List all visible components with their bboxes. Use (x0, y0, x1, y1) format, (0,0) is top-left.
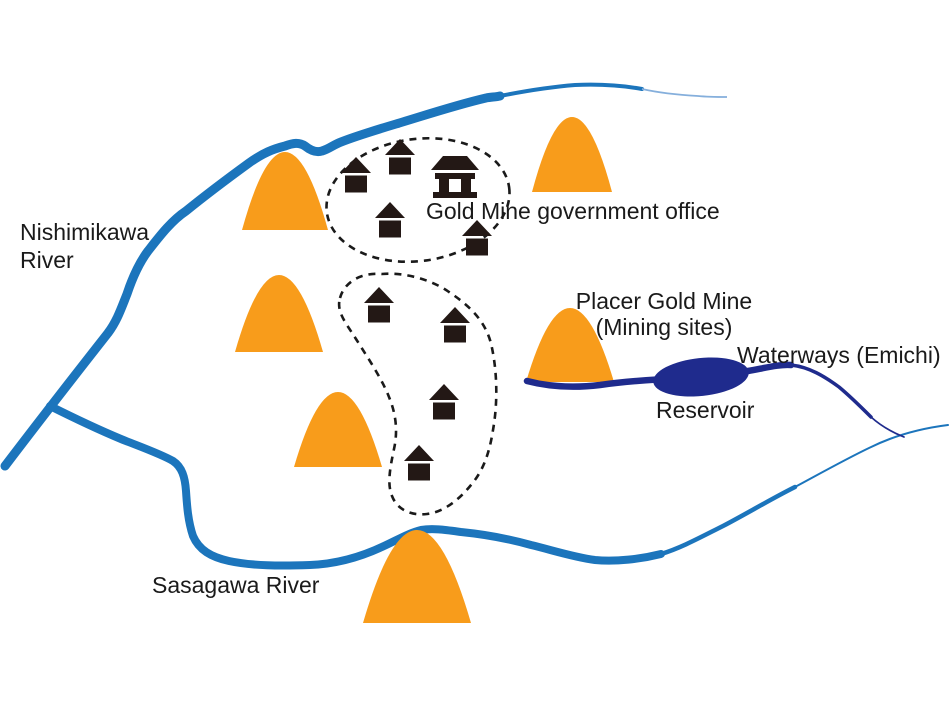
mountain-icon (242, 152, 328, 230)
nishimikawa-river-label-line2: River (20, 247, 74, 273)
waterways-label: Waterways (Emichi) (737, 342, 941, 368)
house-icon (462, 220, 492, 256)
mountains (235, 117, 614, 623)
sasagawa-river-mid (658, 484, 798, 557)
reservoir-ellipse (653, 357, 749, 397)
nishimikawa-river-main (0, 91, 505, 471)
nishimikawa-river-label-line1: Nishimikawa (20, 219, 150, 245)
mountain-icon (294, 392, 382, 467)
house-icon (375, 202, 405, 238)
house-icon (440, 307, 470, 343)
mountain-icon (532, 117, 612, 192)
nishimikawa-river-upper (498, 82, 644, 98)
placer-gold-mine-label: Placer Gold Mine (Mining sites) (514, 288, 814, 340)
placer-gold-mine-label-line2: (Mining sites) (595, 314, 733, 340)
placer-gold-mine-label-line1: Placer Gold Mine (575, 288, 753, 314)
mountain-icon (235, 275, 323, 352)
house-icon (341, 157, 371, 193)
nishimikawa-river-label: Nishimikawa River (20, 218, 149, 274)
house-icon (404, 445, 434, 481)
mountain-icon placer-gold-mine-mountain (526, 308, 614, 382)
sasagawa-river-main (46, 402, 665, 570)
nishimikawa-river-fade (641, 88, 728, 98)
reservoir-label: Reservoir (656, 397, 755, 423)
house-icon (429, 384, 459, 420)
gold-mine-office-label: Gold Mine government office (426, 198, 720, 224)
waterway-descent (789, 363, 873, 419)
village-cluster-outline (337, 272, 498, 516)
government-office-cluster-outline (325, 136, 511, 264)
sasagawa-river-thin (794, 424, 949, 488)
settlement-clusters (325, 136, 511, 516)
sasagawa-river-label: Sasagawa River (152, 572, 320, 598)
government-office-icon (431, 156, 479, 198)
nishimikawa-river (0, 82, 644, 471)
sasagawa-river (46, 402, 949, 570)
house-icon (364, 287, 394, 323)
waterway-tip (870, 416, 905, 438)
mountain-icon (363, 530, 471, 623)
